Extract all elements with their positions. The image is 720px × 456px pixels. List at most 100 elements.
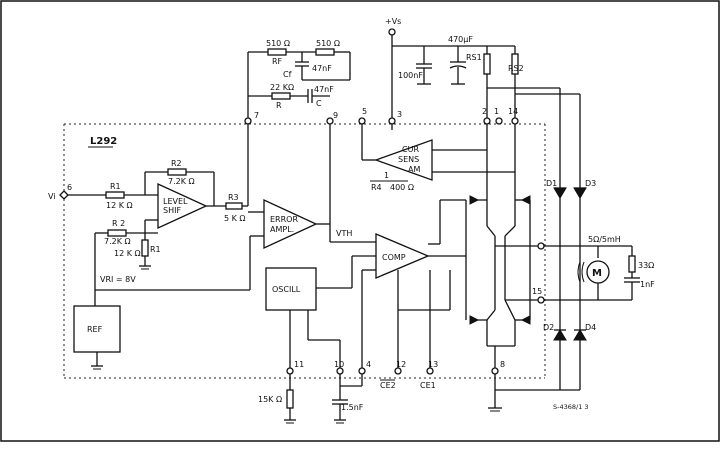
pin-2-marker (483, 117, 491, 125)
d1-label: D1 (546, 179, 557, 188)
r2-top-value: 7.2K Ω (168, 177, 195, 186)
r1-top-value: 12 K Ω (106, 201, 133, 210)
r2-bottom-label: R 2 (112, 219, 125, 228)
r3-value: 5 K Ω (224, 214, 246, 223)
pin-7-marker (244, 117, 252, 125)
pin-11-marker (286, 367, 294, 375)
vs-terminal (388, 28, 396, 36)
r510-value: 510 Ω (316, 39, 340, 48)
diode-d3 (573, 187, 587, 199)
c100-value: 100nF (398, 71, 423, 80)
diode-d4 (573, 329, 587, 341)
diode-d1 (553, 187, 567, 199)
c47-value: 47nF (314, 85, 334, 94)
pin-9-marker (326, 117, 334, 125)
h-bridge (465, 124, 540, 368)
error-amp-label-1: ERROR (270, 215, 298, 224)
gain-den-left: R4 (371, 183, 382, 192)
pin-10: 10 (334, 360, 344, 369)
pin-13-marker (426, 367, 434, 375)
r-label: R (276, 101, 282, 110)
r1-top-resistor (105, 191, 125, 199)
pin-1: 1 (494, 107, 499, 116)
diode-d2 (553, 329, 567, 341)
ref-block (73, 305, 121, 353)
pin-9: 9 (333, 111, 338, 120)
c1n-label: 1nF (640, 280, 655, 289)
pin-4-marker (358, 367, 366, 375)
r1-top-label: R1 (110, 182, 121, 191)
pin-7: 7 (254, 111, 259, 120)
outer-border (0, 0, 720, 442)
output-pin-a-marker (537, 242, 545, 250)
r2-top-resistor (167, 168, 187, 176)
cur-label-2: SENS (398, 155, 419, 164)
r15k-label: 15K Ω (258, 395, 282, 404)
cur-label-3: AM (408, 165, 420, 174)
r2-bottom-resistor (107, 229, 127, 237)
pin-8-marker (491, 367, 499, 375)
level-shift-label-2: SHIF (163, 206, 181, 215)
c-label: C (316, 99, 322, 108)
pin-15: 15 (532, 287, 542, 296)
d2-label: D2 (543, 323, 554, 332)
pin-6: 6 (67, 183, 72, 192)
rf-resistor (267, 48, 287, 56)
pin-12-marker (394, 367, 402, 375)
r2-top-label: R2 (171, 159, 182, 168)
gain-den-right: 400 Ω (390, 183, 414, 192)
r1-bottom-value: 12 K Ω (114, 249, 141, 258)
pin-8: 8 (500, 360, 505, 369)
ic-boundary (63, 123, 546, 379)
gain-numerator: 1 (384, 171, 389, 180)
chip-label: L292 (90, 136, 117, 147)
current-sense-amp (374, 139, 433, 181)
pin-2: 2 (482, 107, 487, 116)
r33-label: 33Ω (638, 261, 654, 270)
rs2-label: RS2 (508, 64, 524, 73)
pin-4: 4 (366, 360, 371, 369)
level-shift-label-1: LEVEL (163, 197, 188, 206)
r-resistor (271, 92, 291, 100)
r2-bottom-value: 7.2K Ω (104, 237, 131, 246)
pin-11: 11 (294, 360, 304, 369)
c15-label: 1.5nF (341, 403, 364, 412)
error-amp-label-2: AMPL. (270, 225, 294, 234)
ref-label: REF (87, 325, 103, 334)
error-amp-opamp (263, 198, 318, 250)
motor-label: M (592, 268, 602, 279)
c470-value: 470µF (448, 35, 473, 44)
oscill-label: OSCILL (272, 285, 301, 294)
cf-label: Cf (283, 70, 292, 79)
r1-bottom-resistor (141, 239, 149, 257)
pin-5-marker (358, 117, 366, 125)
pin-1-marker (495, 117, 503, 125)
pin-15-marker (537, 296, 545, 304)
r33-resistor (628, 255, 636, 273)
pin-14: 14 (508, 107, 518, 116)
level-shifter-opamp (157, 182, 208, 230)
rf-value: 510 Ω (266, 39, 290, 48)
figure-code: S-4368/1 3 (553, 403, 589, 411)
comp-label: COMP (382, 253, 406, 262)
pin-13: 13 (428, 360, 438, 369)
rs1-resistor (483, 53, 491, 75)
pin-3-marker (388, 117, 396, 125)
cf-value: 47nF (312, 64, 332, 73)
r510-resistor (315, 48, 335, 56)
vth-label: VTH (336, 229, 352, 238)
cur-label-1: CUR (402, 145, 419, 154)
pin-12: 12 (396, 360, 406, 369)
r-value: 22 KΩ (270, 83, 294, 92)
pin-5: 5 (362, 107, 367, 116)
r15k-resistor (286, 389, 294, 409)
ce2-label: CE2 (380, 381, 396, 390)
vs-label: +Vs (385, 17, 401, 26)
d4-label: D4 (585, 323, 596, 332)
r1-bottom-label: R1 (150, 245, 161, 254)
rs1-label: RS1 (466, 53, 482, 62)
oscillator-block (265, 267, 317, 311)
pin-3: 3 (397, 110, 402, 119)
